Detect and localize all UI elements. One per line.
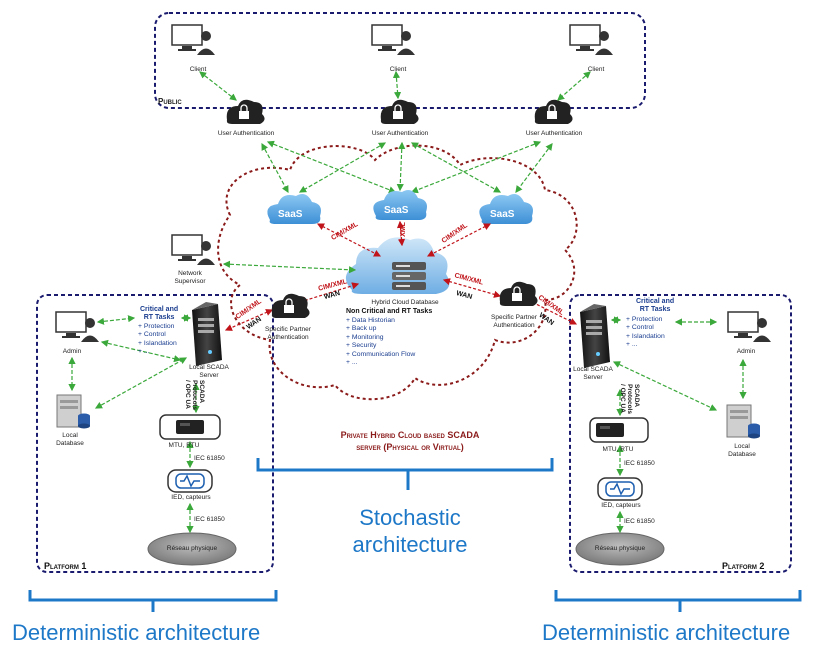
saas-2-label: SaaS <box>384 205 409 216</box>
hybrid-db-label: Hybrid Cloud Database <box>371 299 439 306</box>
p2-admin-label: Admin <box>736 348 756 355</box>
p2-ied-icon <box>597 477 643 501</box>
p1-ied-icon <box>167 469 213 493</box>
p2-mtu-label: MTU, RTU <box>602 446 634 453</box>
user-auth-1-lock-icon <box>226 99 265 124</box>
user-auth-1-label: User Authentication <box>217 130 275 137</box>
partner-auth-2-label: Specific Partner Authentication <box>491 314 537 329</box>
user-auth-2-label: User Authentication <box>371 130 429 137</box>
p1-critical-title: Critical and RT Tasks <box>140 306 179 321</box>
saas-1-label: SaaS <box>278 209 303 220</box>
hybrid-task-item: + Data Historian <box>346 317 395 324</box>
p1-iec-2: IEC 61850 <box>194 516 225 523</box>
p1-critical-item: + Islandation <box>138 339 177 347</box>
client-2-label: Client <box>389 66 407 73</box>
partner-auth-2-lock-icon <box>499 281 538 306</box>
network-supervisor-label: Network Supervisor <box>174 270 206 285</box>
saas-3-cloud-icon <box>479 194 533 224</box>
p2-admin-icon <box>727 311 771 342</box>
p2-critical-item: + Control <box>626 324 654 332</box>
p2-database-label: Local Database <box>728 443 756 458</box>
saas-3-label: SaaS <box>490 209 515 220</box>
client-1-label: Client <box>189 66 207 73</box>
p2-critical-title: Critical and RT Tasks <box>636 298 675 313</box>
p2-critical-item: + ... <box>626 341 638 349</box>
p2-critical-item: + Islandation <box>626 332 665 340</box>
p1-scada-server-icon <box>192 302 222 366</box>
hybrid-tasks-title: Non Critical and RT Tasks <box>346 308 433 315</box>
partner-auth-1-lock-icon <box>271 293 310 318</box>
network-supervisor-icon <box>171 234 215 265</box>
p1-mtu-label: MTU, RTU <box>168 442 200 449</box>
platform2-frame <box>569 294 792 573</box>
p1-reseau-label: Réseau physique <box>166 545 218 552</box>
client-2-icon <box>371 24 415 55</box>
stochastic-label: Stochastic architecture <box>352 505 468 557</box>
p2-scada-server-icon <box>580 304 610 368</box>
client-1-icon <box>171 24 215 55</box>
saas-1-cloud-icon <box>267 194 321 224</box>
bracket-right <box>554 590 802 612</box>
p1-critical-item: + Control <box>138 331 166 339</box>
hybrid-task-item: + Monitoring <box>346 333 384 341</box>
platform1-frame <box>36 294 274 573</box>
p2-critical-list: + Protection + Control + Islandation + .… <box>626 316 665 350</box>
p2-ied-label: IED, capteurs <box>601 502 641 509</box>
p1-iec-1: IEC 61850 <box>194 455 225 462</box>
platform2-label: Platform 2 <box>722 561 765 571</box>
client-3-icon <box>569 24 613 55</box>
p1-database-label: Local Database <box>56 432 84 447</box>
bracket-center <box>256 458 554 490</box>
p2-iec-1: IEC 61850 <box>624 460 655 467</box>
bracket-left <box>28 590 278 612</box>
user-auth-3-label: User Authentication <box>525 130 583 137</box>
p1-critical-item: + ... <box>138 348 150 356</box>
saas-2-cloud-icon <box>373 190 427 220</box>
p2-scada-protocols: SCADA Protocols / OPC UA <box>619 384 640 414</box>
p1-critical-item: + Protection <box>138 323 175 330</box>
p1-ied-label: IED, capteurs <box>171 494 211 501</box>
p1-mtu-rtu-icon <box>159 414 221 440</box>
p2-critical-item: + Protection <box>626 316 663 323</box>
p2-reseau-label: Réseau physique <box>594 545 646 552</box>
hybrid-task-item: + Back up <box>346 325 377 333</box>
user-auth-3-lock-icon <box>534 99 573 124</box>
p1-admin-icon <box>55 311 99 342</box>
cloud-title-line2: server (Physical or Virtual) <box>356 442 464 452</box>
platform1-label: Platform 1 <box>44 561 87 571</box>
p1-scada-protocols: SCADA Protocols / OPC UA <box>184 380 205 410</box>
p2-iec-2: IEC 61850 <box>624 518 655 525</box>
p2-scada-label: Local SCADA Server <box>573 366 613 381</box>
deterministic-right-label: Deterministic architecture <box>542 620 791 645</box>
p1-scada-label: Local SCADA Server <box>189 364 229 379</box>
hybrid-task-item: + Security <box>346 342 377 350</box>
hybrid-task-item: + ... <box>346 359 358 367</box>
p1-critical-list: + Protection + Control + Islandation + .… <box>138 323 177 357</box>
p1-admin-label: Admin <box>62 348 82 355</box>
p1-local-database-icon <box>56 394 90 429</box>
public-label: Public <box>158 97 182 106</box>
cloud-title-line1: Private Hybrid Cloud based SCADA <box>340 430 480 440</box>
deterministic-left-label: Deterministic architecture <box>12 620 261 645</box>
p2-local-database-icon <box>726 404 760 439</box>
partner-auth-1-label: Specific Partner Authentication <box>265 326 311 341</box>
hybrid-task-item: + Communication Flow <box>346 350 416 358</box>
hybrid-tasks-list: + Data Historian + Back up + Monitoring … <box>346 317 415 367</box>
hybrid-cloud-database-icon <box>345 237 450 294</box>
client-3-label: Client <box>587 66 605 73</box>
user-auth-2-lock-icon <box>380 99 419 124</box>
p2-mtu-rtu-icon <box>589 417 649 443</box>
xml-label: XML <box>399 222 407 237</box>
public-frame <box>154 12 646 109</box>
